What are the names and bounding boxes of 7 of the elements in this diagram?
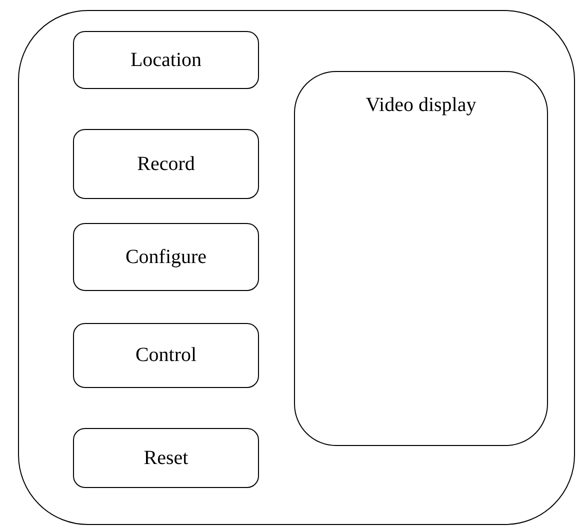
- menu-button: Configure: [73, 223, 259, 291]
- video-display-panel: Video display: [294, 71, 548, 446]
- menu-button: Location: [73, 31, 259, 89]
- device-frame: [18, 10, 575, 525]
- menu-button: Control: [73, 323, 259, 388]
- menu-button: Record: [73, 129, 259, 199]
- menu-button: Reset: [73, 428, 259, 488]
